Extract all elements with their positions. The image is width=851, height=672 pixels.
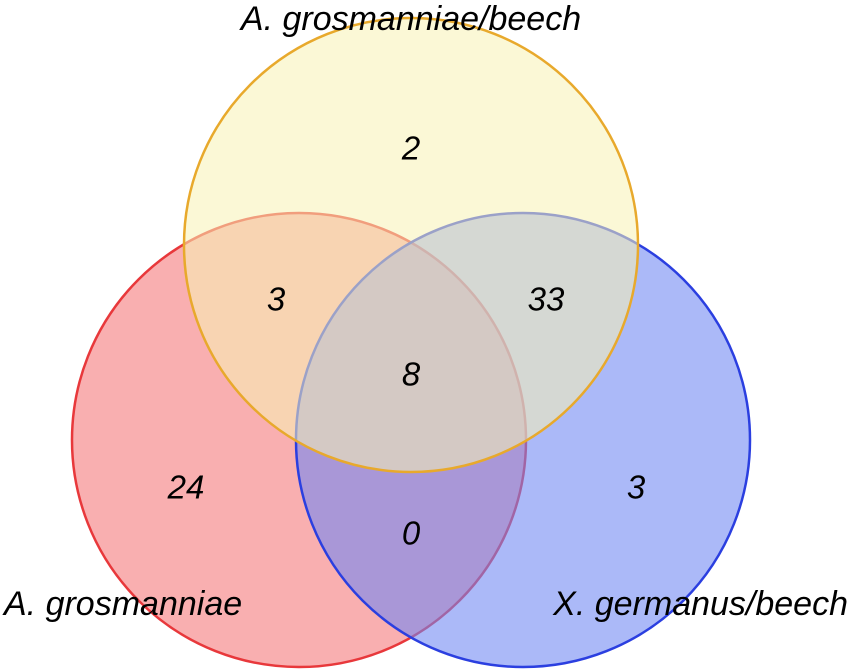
count-red-yellow: 3 <box>267 281 286 318</box>
count-red-only: 24 <box>167 469 205 506</box>
set-circle-a-grosmanniae-beech <box>182 16 640 474</box>
set-label-x-germanus-beech: X. germanus/beech <box>552 585 848 623</box>
set-label-a-grosmanniae: A. grosmanniae <box>2 585 242 623</box>
count-red-blue: 0 <box>402 515 421 552</box>
count-blue-only: 3 <box>627 469 646 506</box>
count-yellow-only: 2 <box>401 130 420 167</box>
count-yellow-blue: 33 <box>528 281 565 318</box>
count-all-three: 8 <box>402 356 421 393</box>
set-label-a-grosmanniae-beech: A. grosmanniae/beech <box>239 0 581 38</box>
